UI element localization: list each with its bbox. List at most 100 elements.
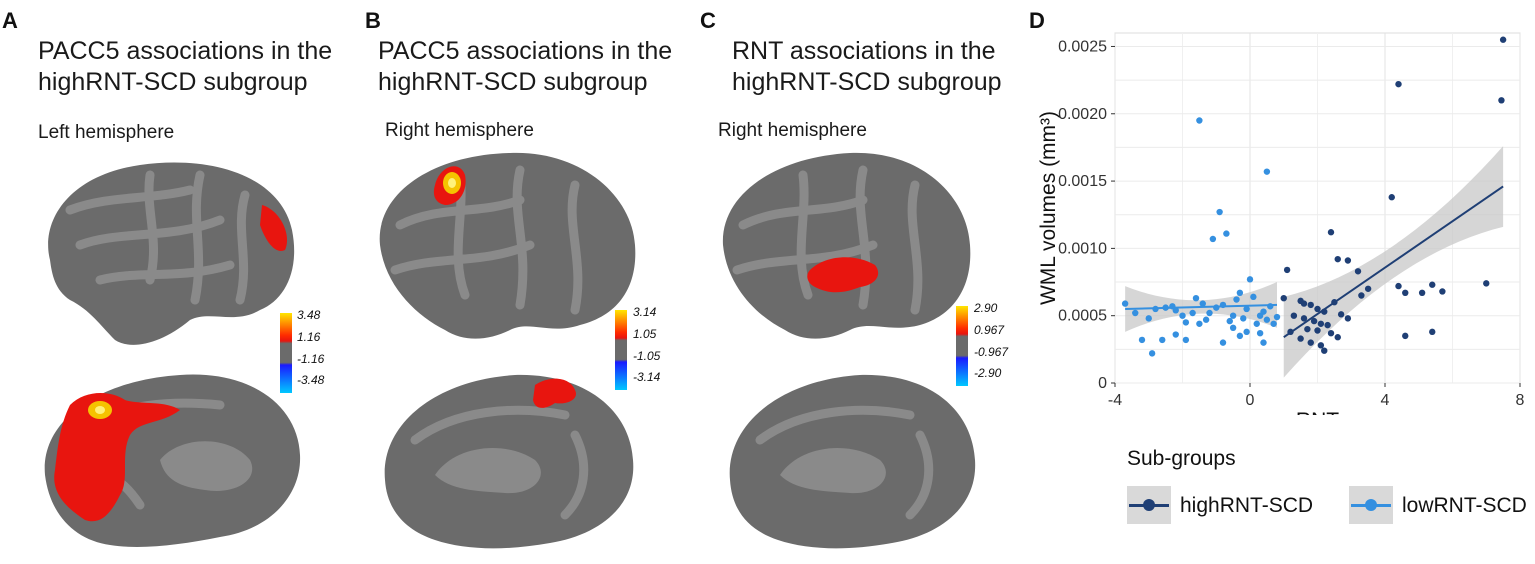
panel-a-colorbar-max: 3.48 xyxy=(297,308,321,322)
data-point-low xyxy=(1267,303,1274,310)
legend-key-low xyxy=(1349,486,1393,524)
data-point-high xyxy=(1334,255,1341,263)
data-point-low xyxy=(1263,168,1271,175)
data-point-low xyxy=(1253,320,1260,327)
data-point-low xyxy=(1145,315,1152,322)
legend-label-high: highRNT-SCD xyxy=(1180,494,1314,517)
panel-b-medial-brain xyxy=(384,374,634,549)
data-point-high xyxy=(1364,285,1372,292)
data-point-low xyxy=(1226,317,1233,325)
data-point-high xyxy=(1327,329,1335,337)
data-point-low xyxy=(1192,294,1200,302)
panel-letter-c: C xyxy=(700,8,716,33)
x-tick-label: 0 xyxy=(1246,392,1255,409)
panel-c-colorbar-max: 2.90 xyxy=(974,301,998,315)
data-point-high xyxy=(1307,339,1314,346)
data-point-low xyxy=(1202,316,1210,323)
panel-b-colorbar-hi: 1.05 xyxy=(633,327,657,341)
data-point-low xyxy=(1243,305,1250,313)
fit-line-high xyxy=(1283,185,1504,339)
data-point-low xyxy=(1209,235,1217,243)
data-point-low xyxy=(1229,312,1237,319)
data-point-low xyxy=(1189,309,1196,317)
y-tick-label: 0.0025 xyxy=(1058,38,1107,55)
data-point-low xyxy=(1172,331,1179,338)
y-tick-label: 0.0010 xyxy=(1058,240,1107,257)
panel-c-colorbar-hi: 0.967 xyxy=(974,323,1005,337)
data-point-high xyxy=(1280,294,1287,302)
panel-letter-a: A xyxy=(2,8,18,33)
panel-a-colorbar-lo: -1.16 xyxy=(297,352,325,366)
data-point-low xyxy=(1260,308,1267,315)
panel-a-title-line1: PACC5 associations in the xyxy=(38,37,333,65)
y-tick-label: 0.0005 xyxy=(1058,308,1107,325)
panel-c-colorbar xyxy=(956,306,968,386)
data-point-high xyxy=(1344,257,1352,264)
data-point-high xyxy=(1337,311,1345,318)
fit-line-low xyxy=(1125,303,1278,310)
data-point-high xyxy=(1344,315,1352,322)
panel-b-activation-medial xyxy=(533,378,576,408)
data-point-high xyxy=(1324,321,1331,329)
panel-b-title-line2: highRNT-SCD subgroup xyxy=(378,68,648,96)
data-point-low xyxy=(1121,300,1129,307)
panel-c-title-line1: RNT associations in the xyxy=(732,37,996,65)
data-point-high xyxy=(1429,281,1436,288)
panel-c-title: RNT associations in the highRNT-SCD subg… xyxy=(732,36,1002,98)
data-point-high xyxy=(1483,280,1490,287)
panel-b-hemisphere-label: Right hemisphere xyxy=(385,120,534,141)
data-point-high xyxy=(1314,327,1321,334)
data-point-low xyxy=(1199,300,1206,307)
panel-b-colorbar-max: 3.14 xyxy=(633,305,657,319)
data-point-low xyxy=(1240,315,1247,322)
data-point-low xyxy=(1148,350,1156,357)
data-point-high xyxy=(1317,320,1325,327)
data-point-low xyxy=(1196,320,1203,327)
data-point-low xyxy=(1182,319,1190,326)
panel-c-colorbar-lo: -0.967 xyxy=(974,345,1009,359)
panel-letter-d: D xyxy=(1029,8,1045,33)
panel-b-colorbar-min: -3.14 xyxy=(633,370,661,384)
data-point-high xyxy=(1304,325,1311,333)
data-point-low xyxy=(1246,276,1254,283)
legend-label-low: lowRNT-SCD xyxy=(1402,494,1527,517)
data-point-low xyxy=(1236,289,1244,297)
panel-c-medial-brain xyxy=(729,374,976,549)
data-point-low xyxy=(1273,313,1281,321)
data-point-high xyxy=(1402,332,1409,340)
data-point-low xyxy=(1159,336,1166,344)
data-point-low xyxy=(1243,328,1250,336)
panel-a-activation-lateral xyxy=(260,205,288,251)
data-point-low xyxy=(1182,336,1190,344)
panel-a-title-line2: highRNT-SCD subgroup xyxy=(38,68,308,96)
data-point-low xyxy=(1263,316,1271,323)
data-point-high xyxy=(1388,194,1395,201)
data-point-high xyxy=(1310,317,1318,325)
data-point-low xyxy=(1250,293,1257,301)
data-point-high xyxy=(1429,328,1436,336)
data-point-high xyxy=(1314,305,1321,313)
data-point-high xyxy=(1418,289,1426,297)
x-tick-label: -4 xyxy=(1108,392,1122,409)
data-point-low xyxy=(1256,329,1264,337)
data-point-low xyxy=(1219,339,1227,346)
data-point-low xyxy=(1179,312,1186,319)
data-point-low xyxy=(1206,309,1213,317)
panel-c-colorbar-min: -2.90 xyxy=(974,366,1002,380)
panel-c-title-line2: highRNT-SCD subgroup xyxy=(732,68,1002,96)
data-point-high xyxy=(1290,312,1298,319)
y-axis-label: WML volumes (mm³) xyxy=(1037,111,1060,305)
data-point-high xyxy=(1300,300,1308,307)
data-point-high xyxy=(1395,80,1402,88)
panel-c-lateral-brain xyxy=(722,152,971,339)
data-point-high xyxy=(1358,292,1365,299)
panel-b-title-line1: PACC5 associations in the xyxy=(378,37,673,65)
panel-a-medial-brain xyxy=(44,374,301,548)
panel-a-lateral-brain xyxy=(48,162,295,345)
data-point-low xyxy=(1196,117,1203,124)
panel-a-activation-medial xyxy=(54,393,180,522)
data-point-high xyxy=(1300,315,1308,322)
data-point-high xyxy=(1354,268,1362,275)
data-point-low xyxy=(1236,332,1244,340)
legend-key-high xyxy=(1127,486,1171,524)
